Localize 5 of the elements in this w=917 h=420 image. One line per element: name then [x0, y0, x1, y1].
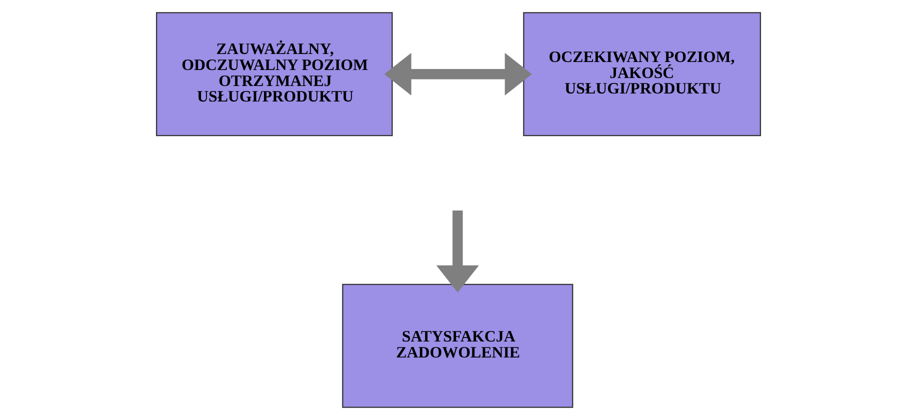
node-box: OCZEKIWANY POZIOM, JAKOŚĆ USŁUGI/PRODUKTU — [523, 12, 762, 136]
arrow — [436, 210, 479, 292]
arrow — [384, 52, 532, 96]
node-box: SATYSFAKCJA ZADOWOLENIE — [342, 284, 574, 408]
node-box: ZAUWAŻALNY, ODCZUWALNY POZIOM OTRZYMANEJ USŁUGI/PRODUKTU — [156, 12, 393, 136]
